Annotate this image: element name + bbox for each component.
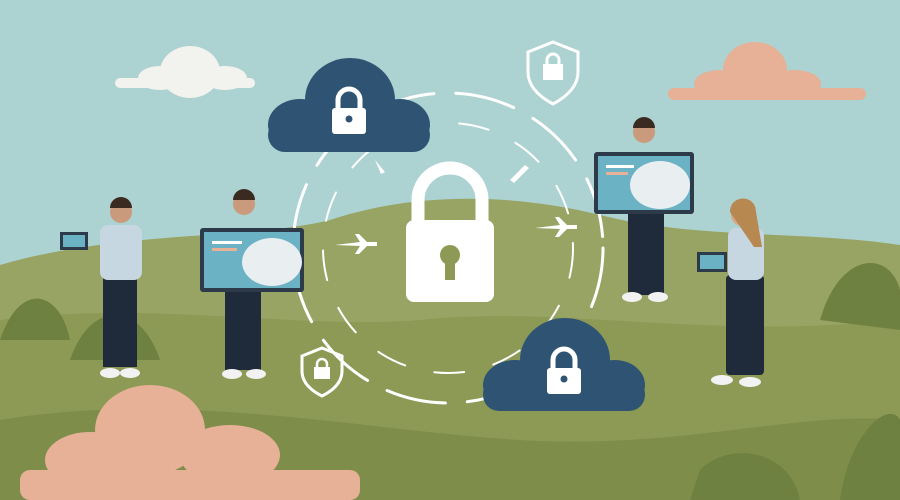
airplane-icon bbox=[335, 160, 577, 254]
cloud-lock-icon bbox=[268, 58, 430, 152]
cloud-white-top-left bbox=[115, 46, 255, 98]
cloud-lock-icon bbox=[483, 318, 645, 411]
padlock-icon bbox=[406, 161, 494, 302]
person-holding-screen-left bbox=[200, 189, 304, 379]
security-ring bbox=[291, 91, 605, 405]
shield-lock-icon bbox=[300, 346, 344, 398]
cloud-peach-bottom-left bbox=[20, 385, 360, 500]
person-with-laptop-right bbox=[697, 198, 764, 387]
person-holding-screen-right bbox=[594, 117, 694, 302]
person-with-laptop-left bbox=[60, 197, 142, 378]
shield-lock-icon bbox=[526, 40, 580, 106]
cloud-peach-top-right bbox=[668, 42, 866, 100]
